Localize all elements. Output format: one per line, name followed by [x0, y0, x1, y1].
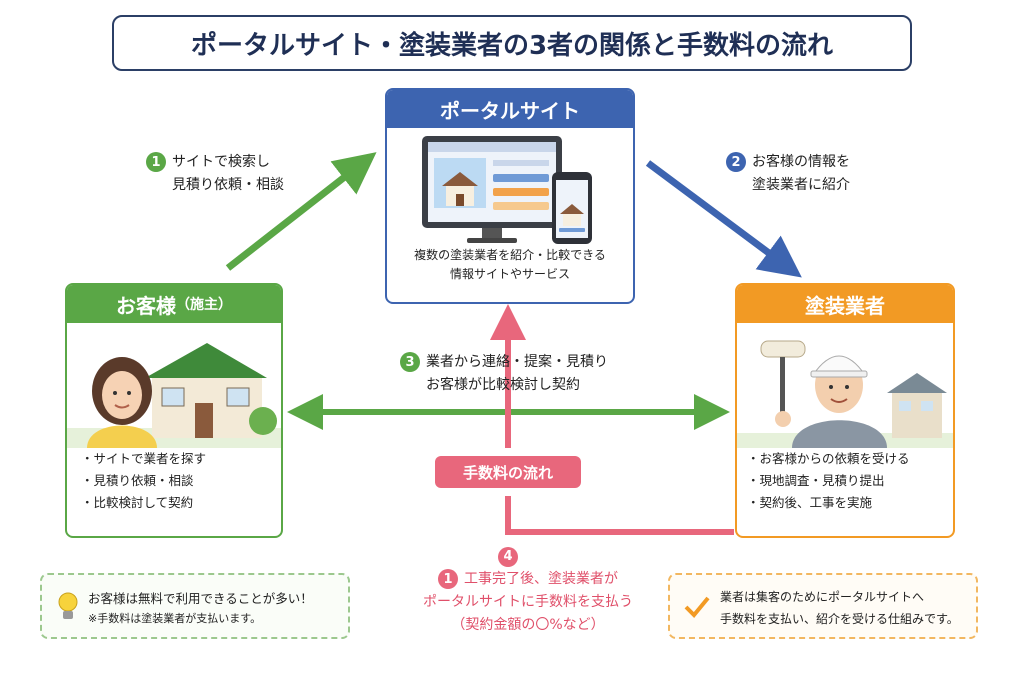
painter-illustration	[737, 340, 953, 448]
step-1-label: 1 サイトで検索し 見積り依頼・相談	[146, 151, 284, 197]
list-item: 比較検討して契約	[81, 492, 281, 514]
step-4-number: 4	[498, 546, 518, 567]
customer-task-list: サイトで業者を探す 見積り依頼・相談 比較検討して契約	[81, 448, 281, 514]
step-1-line1: サイトで検索し	[172, 154, 270, 170]
painter-card: 塗装業者 お客様からの依頼を受ける 現地調査・見積り提出 契約後、工事を実施	[735, 283, 955, 538]
list-item: 現地調査・見積り提出	[747, 470, 953, 492]
portal-site-heading: ポータルサイト	[387, 90, 633, 128]
step-4-number-wrap: 4	[498, 546, 518, 567]
step-2-line2: 塗装業者に紹介	[752, 177, 850, 193]
customer-heading: お客様（施主）	[67, 285, 281, 323]
fee-flow-arrow	[505, 496, 734, 535]
customer-heading-sub: （施主）	[176, 297, 232, 313]
painter-note-line2: 手数料を支払い、紹介を受ける仕組みです。	[720, 612, 959, 626]
customer-card: お客様（施主） サイトで業者を探す 見積り依頼・相談 比較検討して契約	[65, 283, 283, 538]
arrow-portal-to-painter	[645, 160, 802, 278]
lightbulb-icon	[58, 592, 78, 619]
painter-task-list: お客様からの依頼を受ける 現地調査・見積り提出 契約後、工事を実施	[747, 448, 953, 514]
step-3-line2: お客様が比較検討し契約	[426, 377, 580, 393]
portal-site-card: ポータルサイト 複数の塗装業者を紹介・比較できる 情報サイトやサービス	[385, 88, 635, 304]
list-item: 契約後、工事を実施	[747, 492, 953, 514]
list-item: お客様からの依頼を受ける	[747, 448, 953, 470]
painter-note: 業者は集客のためにポータルサイトへ 手数料を支払い、紹介を受ける仕組みです。	[668, 573, 978, 639]
customer-illustration	[67, 343, 281, 448]
list-item: サイトで業者を探す	[81, 448, 281, 470]
step-1-line2: 見積り依頼・相談	[172, 177, 284, 193]
portal-desc-line1: 複数の塗装業者を紹介・比較できる	[414, 248, 606, 262]
step-4-line2: ポータルサイトに手数料を支払う	[423, 594, 633, 610]
portal-desc-line2: 情報サイトやサービス	[449, 267, 570, 281]
step-4-sub-number: 1	[438, 569, 458, 589]
customer-note-line2: ※手数料は塗装業者が支払います。	[88, 612, 262, 625]
step-2-number: 2	[726, 152, 746, 172]
devices-illustration	[422, 136, 592, 244]
painter-note-line1: 業者は集客のためにポータルサイトへ	[720, 590, 925, 604]
step-2-label: 2 お客様の情報を 塗装業者に紹介	[726, 151, 850, 197]
step-1-number: 1	[146, 152, 166, 172]
page-title: ポータルサイト・塗装業者の3者の関係と手数料の流れ	[112, 15, 912, 71]
step-3-number: 3	[400, 352, 420, 372]
customer-note: お客様は無料で利用できることが多い！ ※手数料は塗装業者が支払います。	[40, 573, 350, 639]
list-item: 見積り依頼・相談	[81, 470, 281, 492]
step-2-line1: お客様の情報を	[752, 154, 850, 170]
painter-heading: 塗装業者	[737, 285, 953, 323]
step-4-line3: （契約金額の〇%など）	[451, 617, 605, 633]
arrow-customer-to-portal	[225, 152, 377, 271]
checkmark-icon	[684, 596, 710, 618]
step-3-label: 3 業者から連絡・提案・見積り お客様が比較検討し契約	[400, 351, 608, 397]
fee-flow-badge: 手数料の流れ	[435, 456, 581, 488]
step-3-line1: 業者から連絡・提案・見積り	[426, 354, 608, 370]
customer-heading-label: お客様	[116, 293, 176, 318]
customer-note-line1: お客様は無料で利用できることが多い！	[88, 591, 313, 606]
portal-description: 複数の塗装業者を紹介・比較できる 情報サイトやサービス	[387, 246, 633, 284]
step-4-label: 1 工事完了後、塗装業者が ポータルサイトに手数料を支払う （契約金額の〇%など）	[408, 568, 648, 637]
step-4-line1: 工事完了後、塗装業者が	[464, 571, 618, 587]
